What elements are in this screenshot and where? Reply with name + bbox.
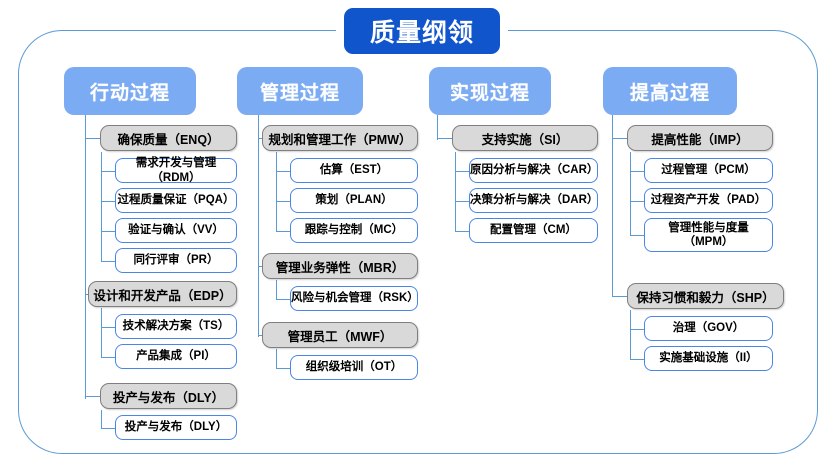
leaf-box-dly[interactable]: 投产与发布（DLY）: [115, 415, 237, 440]
spine-col1: [85, 115, 87, 399]
stub-col2-g1-c2: [276, 201, 291, 203]
leaf-box-dar[interactable]: 决策分析与解决（DAR）: [469, 188, 598, 213]
stub-col2-g2-c1: [276, 299, 291, 301]
leaf-box-pqa[interactable]: 过程质量保证（PQA）: [115, 188, 237, 213]
group-box-enq[interactable]: 确保质量（ENQ）: [100, 125, 237, 151]
subspine-col2-g1: [276, 152, 278, 232]
stub-col1-g2-c1: [101, 327, 116, 329]
leaf-box-pcm[interactable]: 过程管理（PCM）: [644, 158, 773, 183]
stub-col1-g1-c3: [101, 231, 116, 233]
stub-col1-g1-c2: [101, 201, 116, 203]
column-header-action[interactable]: 行动过程: [64, 67, 196, 115]
spine-col3: [437, 115, 439, 140]
group-box-pmw[interactable]: 规划和管理工作（PMW）: [262, 125, 418, 151]
subspine-col2-g2: [276, 280, 278, 299]
leaf-box-pad[interactable]: 过程资产开发（PAD）: [644, 188, 773, 213]
stub-col4-g2: [612, 296, 628, 298]
group-box-mbr[interactable]: 管理业务弹性（MBR）: [262, 253, 418, 279]
leaf-box-car[interactable]: 原因分析与解决（CAR）: [469, 158, 598, 183]
subspine-col2-g3: [276, 349, 278, 368]
stub-col3-g1-c3: [455, 231, 470, 233]
group-box-edp[interactable]: 设计和开发产品（EDP）: [88, 281, 237, 307]
group-box-si[interactable]: 支持实施（SI）: [452, 125, 598, 151]
subspine-col4-g2: [630, 310, 632, 360]
spine-col4: [612, 115, 614, 297]
diagram-title: 质量纲领: [344, 8, 500, 54]
leaf-box-pi[interactable]: 产品集成（PI）: [115, 344, 237, 369]
leaf-box-cm[interactable]: 配置管理（CM）: [469, 218, 598, 243]
leaf-box-rsk[interactable]: 风险与机会管理（RSK）: [290, 286, 419, 311]
stub-col4-g2-c2: [630, 359, 645, 361]
leaf-box-mpm[interactable]: 管理性能与度量 （MPM）: [644, 218, 773, 252]
stub-col4-g1-c2: [630, 201, 645, 203]
subspine-col1-g2: [101, 308, 103, 358]
leaf-box-ii[interactable]: 实施基础设施（II）: [644, 346, 773, 371]
stub-col1-g1: [85, 138, 101, 140]
stub-col3-g1: [437, 138, 453, 140]
group-box-dly[interactable]: 投产与发布（DLY）: [100, 383, 237, 409]
stub-col4-g2-c1: [630, 329, 645, 331]
leaf-box-mc[interactable]: 跟踪与控制（MC）: [290, 218, 418, 243]
subspine-col1-g3: [101, 410, 103, 428]
column-header-improve[interactable]: 提高过程: [603, 67, 737, 115]
leaf-box-pr[interactable]: 同行评审（PR）: [115, 248, 237, 273]
leaf-box-plan[interactable]: 策划（PLAN）: [290, 188, 418, 213]
stub-col2-g1-c3: [276, 231, 291, 233]
stub-col3-g1-c1: [455, 171, 470, 173]
column-header-implement[interactable]: 实现过程: [429, 67, 551, 115]
stub-col4-g1-c1: [630, 171, 645, 173]
stub-col4-g1: [612, 138, 628, 140]
subspine-col3-g1: [455, 152, 457, 232]
subspine-col1-g1: [101, 152, 103, 262]
stub-col1-g1-c4: [101, 261, 116, 263]
stub-col4-g1-c3: [630, 235, 645, 237]
group-box-shp[interactable]: 保持习惯和毅力（SHP）: [627, 283, 784, 309]
stub-col3-g1-c2: [455, 201, 470, 203]
stub-col1-g3-c1: [101, 428, 116, 430]
leaf-box-ts[interactable]: 技术解决方案（TS）: [115, 314, 237, 339]
group-box-imp[interactable]: 提高性能（IMP）: [627, 125, 773, 151]
column-header-manage[interactable]: 管理过程: [237, 67, 363, 115]
leaf-box-vv[interactable]: 验证与确认（VV）: [115, 218, 237, 243]
stub-col1-g1-c1: [101, 171, 116, 173]
subspine-col4-g1: [630, 152, 632, 236]
stub-col1-g2-c2: [101, 357, 116, 359]
stub-col2-g3-c1: [276, 368, 291, 370]
leaf-box-est[interactable]: 估算（EST）: [290, 158, 418, 183]
leaf-box-rdm[interactable]: 需求开发与管理（RDM）: [115, 157, 237, 184]
spine-col2: [258, 115, 260, 337]
group-box-mwf[interactable]: 管理员工（MWF）: [262, 322, 418, 348]
leaf-box-ot[interactable]: 组织级培训（OT）: [290, 355, 418, 380]
leaf-box-gov[interactable]: 治理（GOV）: [644, 316, 773, 341]
stub-col2-g1-c1: [276, 171, 291, 173]
stub-col1-g3: [85, 396, 101, 398]
